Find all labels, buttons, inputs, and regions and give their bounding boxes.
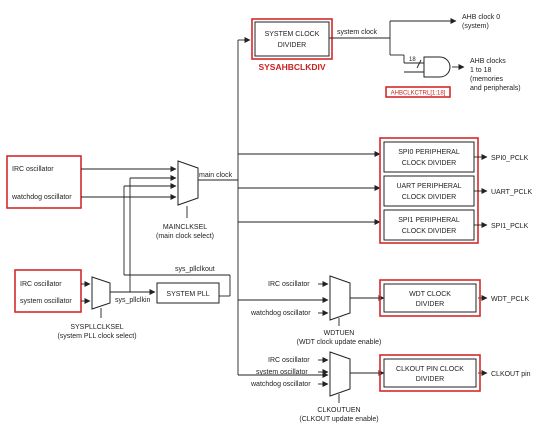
wdt-input-watchdog: watchdog oscillator [250, 310, 311, 317]
system-pll-block [156, 282, 220, 304]
clkout-clock-divider [383, 358, 477, 388]
pll-input-irc: IRC oscillator [20, 281, 62, 288]
clkoutuen-desc: (CLKOUT update enable) [299, 416, 378, 423]
clkout-input-system: system oscillator [256, 369, 308, 376]
main-clock-inputs-highlight [6, 155, 82, 209]
clkout-clock-mux [329, 351, 351, 397]
wdt-input-irc: IRC oscillator [268, 281, 310, 288]
ahb-clocks-line2: 1 to 18 [470, 67, 492, 74]
sys-pllclkout-label: sys_pllclkout [175, 266, 215, 273]
spi1-divider-line1: SPI1 PERIPHERAL [398, 217, 460, 224]
wdt-clock-divider [383, 283, 477, 313]
wdt-divider-highlight [379, 279, 481, 317]
clkout-input-watchdog: watchdog oscillator [250, 381, 311, 388]
pll-mux-wires [81, 281, 156, 318]
spi1-divider-line2: CLOCK DIVIDER [402, 228, 456, 235]
spi1-pclk-output: SPI1_PCLK [491, 223, 529, 230]
peripheral-output-wires [474, 154, 488, 228]
wdtuen-desc: (WDT clock update enable) [297, 339, 382, 346]
clkout-divider-line1: CLKOUT PIN CLOCK [396, 366, 464, 373]
system-clock-divider-line2: DIVIDER [278, 42, 306, 49]
pll-inputs-highlight [14, 269, 82, 313]
clkout-input-irc: IRC oscillator [268, 357, 310, 364]
syspllclksel-label: SYSPLLCLKSEL [70, 324, 123, 331]
spi0-divider-line1: SPI0 PERIPHERAL [398, 149, 460, 156]
sys-pllclkin-label: sys_pllclkin [115, 297, 151, 304]
system-pll-label: SYSTEM PLL [166, 291, 209, 298]
main-clock-bus [198, 37, 381, 378]
wdt-divider-line2: DIVIDER [416, 301, 444, 308]
uart-divider-line1: UART PERIPHERAL [396, 183, 461, 190]
and-gate [423, 56, 451, 78]
clkout-divider-line2: DIVIDER [416, 376, 444, 383]
pll-clock-mux [91, 276, 111, 310]
ahb-clocks-line4: and peripherals) [470, 85, 521, 92]
clkout-divider-highlight [379, 354, 481, 392]
mainclksel-label: MAINCLKSEL [163, 224, 207, 231]
clkout-pin-output: CLKOUT pin [491, 371, 531, 378]
ahb0-output-line1: AHB clock 0 [462, 14, 500, 21]
wdtuen-label: WDTUEN [324, 330, 355, 337]
clkoutuen-label: CLKOUTUEN [317, 407, 360, 414]
ahb0-output-line2: (system) [462, 23, 489, 30]
ahbclkctrl-highlight [385, 86, 451, 98]
main-input-watchdog: watchdog oscillator [11, 194, 72, 201]
uart-clock-divider [383, 175, 475, 207]
wdt-pclk-output: WDT_PCLK [491, 296, 529, 303]
main-clock-mux [177, 160, 199, 206]
bus-width-label: 18 [409, 57, 416, 63]
spi-uart-dividers-highlight [379, 137, 479, 244]
ahb-clocks-line3: (memories [470, 76, 504, 83]
ahb-clocks-line1: AHB clocks [470, 58, 506, 65]
mainclksel-desc: (main clock select) [156, 233, 214, 240]
sysahbclkdiv-label: SYSAHBCLKDIV [258, 62, 325, 72]
spi0-clock-divider [383, 141, 475, 173]
system-clock-signal-label: system clock [337, 29, 378, 36]
system-clock-wires [329, 18, 465, 73]
uart-pclk-output: UART_PCLK [491, 189, 532, 196]
syspllclksel-desc: (system PLL clock select) [57, 333, 136, 340]
wdt-divider-line1: WDT CLOCK [409, 291, 451, 298]
main-clock-signal-label: main clock [199, 172, 233, 179]
pll-input-system: system oscillator [20, 298, 72, 305]
uart-divider-line2: CLOCK DIVIDER [402, 194, 456, 201]
system-clock-divider [254, 21, 330, 57]
ahbclkctrl-label: AHBCLKCTRL[1:18] [391, 91, 446, 97]
system-clock-divider-highlight [251, 18, 333, 60]
main-input-irc: IRC oscillator [12, 166, 54, 173]
spi0-pclk-output: SPI0_PCLK [491, 155, 529, 162]
spi0-divider-line2: CLOCK DIVIDER [402, 160, 456, 167]
main-mux-input-wires [81, 166, 231, 297]
spi1-clock-divider [383, 209, 475, 241]
wdt-clock-mux [329, 275, 351, 321]
system-clock-divider-line1: SYSTEM CLOCK [265, 31, 320, 38]
